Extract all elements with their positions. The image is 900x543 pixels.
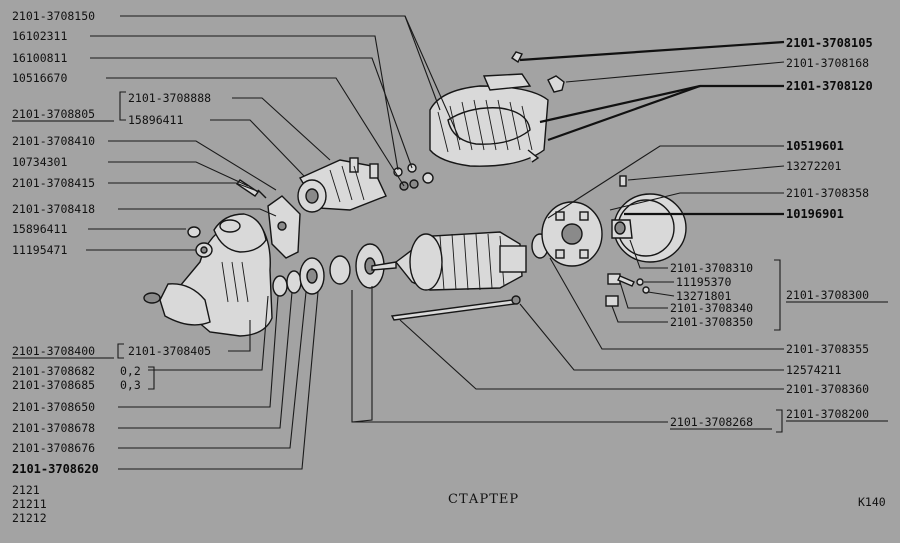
- label-2101-3708405: 2101-3708405: [128, 344, 211, 358]
- label-10519601: 10519601: [786, 139, 844, 153]
- solenoid-washers: [393, 163, 434, 191]
- label-16100811: 16100811: [12, 51, 67, 65]
- label-10734301: 10734301: [12, 155, 67, 169]
- solenoid: [297, 157, 387, 213]
- label-2101-3708415: 2101-3708415: [12, 176, 95, 190]
- label-shim-0-3: 0,3: [120, 378, 141, 392]
- label-10196901: 10196901: [786, 207, 844, 221]
- label-2101-3708620: 2101-3708620: [12, 462, 99, 476]
- label-2101-3708200: 2101-3708200: [786, 407, 869, 421]
- label-2101-3708360: 2101-3708360: [786, 382, 869, 396]
- label-2101-3708120: 2101-3708120: [786, 79, 873, 93]
- model-21211: 21211: [12, 497, 47, 511]
- label-2101-3708300: 2101-3708300: [786, 288, 869, 302]
- label-2101-3708358: 2101-3708358: [786, 186, 869, 200]
- label-2101-3708685: 2101-3708685: [12, 378, 95, 392]
- label-2101-3708350: 2101-3708350: [670, 315, 753, 329]
- footer: 2121 21211 21212 СТАРТЕР К140: [12, 483, 886, 525]
- label-2101-3708682: 2101-3708682: [12, 364, 95, 378]
- label-12574211: 12574211: [786, 363, 841, 377]
- armature: [371, 231, 549, 291]
- label-2101-3708340: 2101-3708340: [670, 301, 753, 315]
- model-21212: 21212: [12, 511, 47, 525]
- label-2101-3708410: 2101-3708410: [12, 134, 95, 148]
- label-2101-3708650: 2101-3708650: [12, 400, 95, 414]
- label-2101-3708150: 2101-3708150: [12, 9, 95, 23]
- drive-lever: [235, 179, 301, 259]
- label-11195370: 11195370: [676, 275, 731, 289]
- label-13272201: 13272201: [786, 159, 841, 173]
- label-shim-0-2: 0,2: [120, 364, 141, 378]
- labels-left: 2101-3708150 16102311 16100811 10516670 …: [12, 9, 211, 476]
- brushes-and-screws: [605, 175, 650, 307]
- label-2101-3708676: 2101-3708676: [12, 441, 95, 455]
- label-2101-3708418: 2101-3708418: [12, 202, 95, 216]
- label-2101-3708400: 2101-3708400: [12, 344, 95, 358]
- label-2101-3708805: 2101-3708805: [12, 107, 95, 121]
- label-2101-3708268: 2101-3708268: [670, 415, 753, 429]
- rear-cover: [611, 193, 687, 263]
- label-10516670: 10516670: [12, 71, 67, 85]
- label-2101-3708310: 2101-3708310: [670, 261, 753, 275]
- labels-right: 2101-3708105 2101-3708168 2101-3708120 1…: [670, 36, 888, 430]
- label-13271801: 13271801: [676, 289, 731, 303]
- label-2101-3708888: 2101-3708888: [128, 91, 211, 105]
- label-2101-3708105: 2101-3708105: [786, 36, 873, 50]
- drive-housing: [143, 213, 273, 337]
- model-2121: 2121: [12, 483, 40, 497]
- group-brackets: [117, 91, 783, 433]
- label-15896411-upper: 15896411: [128, 113, 183, 127]
- label-16102311: 16102311: [12, 29, 67, 43]
- label-2101-3708678: 2101-3708678: [12, 421, 95, 435]
- label-11195471: 11195471: [12, 243, 67, 257]
- label-2101-3708168: 2101-3708168: [786, 56, 869, 70]
- leader-lines: [86, 15, 785, 470]
- diagram-title: СТАРТЕР: [448, 492, 519, 507]
- brush-holder: [541, 201, 603, 267]
- label-2101-3708355: 2101-3708355: [786, 342, 869, 356]
- tie-rod: [390, 295, 521, 321]
- label-15896411-lower: 15896411: [12, 222, 67, 236]
- sheet-number: К140: [858, 495, 886, 509]
- field-winding: [429, 51, 565, 167]
- nuts-left: [187, 226, 213, 258]
